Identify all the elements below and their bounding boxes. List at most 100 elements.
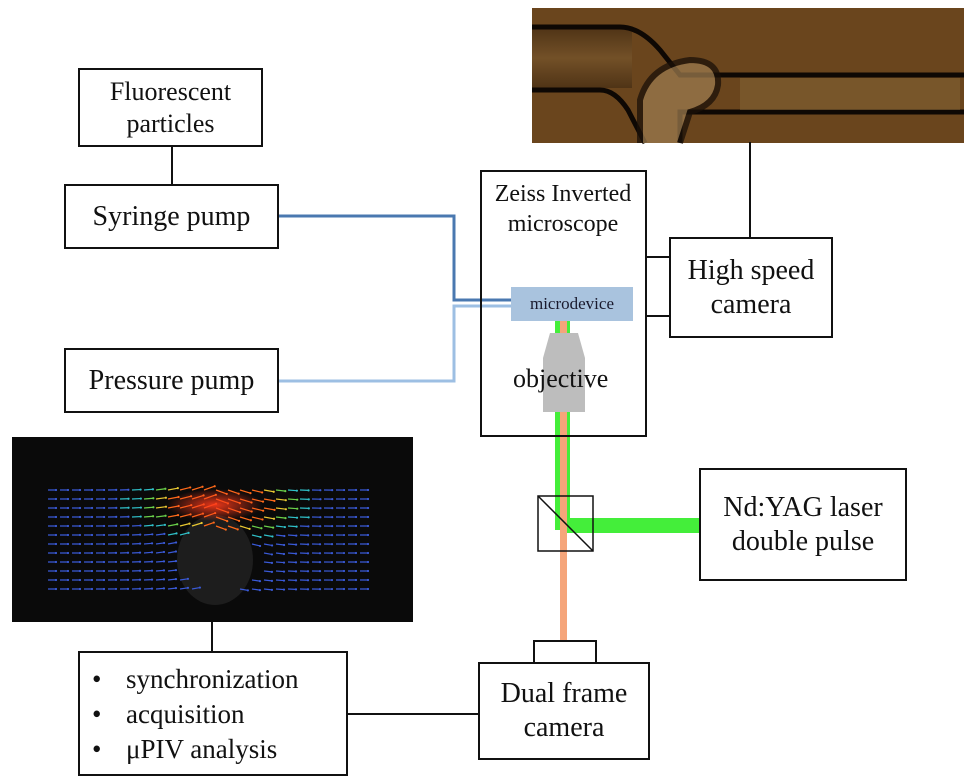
pressure-pump-box: Pressure pump bbox=[64, 348, 279, 413]
velocity-vector-head bbox=[140, 497, 142, 499]
velocity-vector-head bbox=[79, 579, 81, 581]
velocity-vector-head bbox=[79, 552, 81, 554]
velocity-vector-head bbox=[355, 561, 357, 563]
velocity-vector-head bbox=[250, 519, 252, 521]
velocity-vector-head bbox=[151, 551, 153, 553]
fluorescent-label-line2: particles bbox=[126, 108, 214, 140]
velocity-vector-head bbox=[273, 518, 275, 520]
velocity-vector bbox=[156, 579, 164, 580]
velocity-vector-head bbox=[259, 589, 261, 591]
velocity-vector-head bbox=[127, 552, 129, 554]
velocity-vector-head bbox=[355, 534, 357, 536]
velocity-vector-head bbox=[152, 488, 154, 490]
velocity-vector-head bbox=[343, 543, 345, 545]
velocity-vector-head bbox=[271, 553, 273, 555]
velocity-vector-head bbox=[225, 528, 227, 530]
velocity-vector-head bbox=[343, 588, 345, 590]
velocity-vector-head bbox=[151, 588, 153, 590]
velocity-vector-head bbox=[307, 543, 309, 545]
velocity-vector-head bbox=[103, 561, 105, 563]
velocity-vector-head bbox=[367, 561, 369, 563]
velocity-vector-head bbox=[67, 525, 69, 527]
velocity-vector bbox=[276, 571, 284, 572]
velocity-vector-head bbox=[199, 586, 201, 588]
velocity-vector bbox=[264, 562, 272, 563]
velocity-vector-head bbox=[355, 570, 357, 572]
velocity-vector bbox=[288, 490, 297, 491]
velocity-vector-head bbox=[283, 588, 285, 590]
velocity-vector-head bbox=[79, 570, 81, 572]
velocity-vector-head bbox=[67, 534, 69, 536]
velocity-vector-head bbox=[260, 527, 262, 529]
velocity-vector bbox=[144, 543, 152, 544]
velocity-vector-head bbox=[175, 560, 177, 562]
velocity-vector-head bbox=[175, 569, 177, 571]
velocity-vector-head bbox=[355, 498, 357, 500]
objective-label: objective bbox=[513, 364, 608, 394]
velocity-vector-head bbox=[259, 545, 261, 547]
velocity-vector-head bbox=[152, 524, 154, 526]
dual-frame-camera-line2: camera bbox=[524, 711, 605, 745]
velocity-vector-head bbox=[127, 498, 129, 500]
velocity-vector-head bbox=[115, 489, 117, 491]
velocity-vector-head bbox=[163, 542, 165, 544]
velocity-vector-head bbox=[343, 534, 345, 536]
velocity-vector-head bbox=[91, 588, 93, 590]
velocity-vector-head bbox=[55, 534, 57, 536]
velocity-vector-head bbox=[163, 587, 165, 589]
velocity-vector-head bbox=[79, 561, 81, 563]
velocity-vector-head bbox=[140, 488, 142, 490]
velocity-vector-head bbox=[127, 543, 129, 545]
syringe-pump-line bbox=[278, 216, 511, 300]
velocity-vector-head bbox=[103, 534, 105, 536]
velocity-vector-head bbox=[55, 552, 57, 554]
velocity-vector-head bbox=[261, 491, 263, 493]
velocity-vector bbox=[288, 553, 296, 554]
velocity-vector bbox=[156, 561, 164, 562]
velocity-vector-head bbox=[307, 525, 309, 527]
velocity-vector-head bbox=[91, 543, 93, 545]
pressure-pump-label: Pressure pump bbox=[89, 364, 255, 398]
velocity-vector-head bbox=[307, 534, 309, 536]
pressure-pump-line bbox=[278, 306, 511, 381]
velocity-vector-head bbox=[115, 588, 117, 590]
velocity-vector-head bbox=[103, 489, 105, 491]
velocity-vector-head bbox=[247, 589, 249, 591]
velocity-vector-head bbox=[367, 534, 369, 536]
velocity-vector-head bbox=[163, 533, 165, 535]
velocity-vector-head bbox=[238, 520, 240, 522]
velocity-vector-head bbox=[67, 489, 69, 491]
velocity-vector-head bbox=[55, 489, 57, 491]
velocity-vector-head bbox=[139, 552, 141, 554]
velocity-vector bbox=[276, 580, 284, 581]
laser-box: Nd:YAG laser double pulse bbox=[699, 468, 907, 581]
velocity-vector-head bbox=[343, 507, 345, 509]
velocity-vector bbox=[288, 535, 296, 536]
velocity-vector-head bbox=[296, 490, 298, 492]
velocity-vector-head bbox=[331, 498, 333, 500]
velocity-vector-head bbox=[295, 570, 297, 572]
velocity-vector-head bbox=[343, 516, 345, 518]
velocity-vector bbox=[288, 544, 296, 545]
velocity-vector-head bbox=[331, 561, 333, 563]
velocity-vector-head bbox=[79, 525, 81, 527]
velocity-vector-head bbox=[367, 525, 369, 527]
velocity-vector-head bbox=[67, 516, 69, 518]
velocity-vector-head bbox=[55, 561, 57, 563]
velocity-vector-head bbox=[187, 578, 189, 580]
velocity-vector-head bbox=[151, 542, 153, 544]
velocity-vector-head bbox=[308, 507, 310, 509]
velocity-vector-head bbox=[67, 561, 69, 563]
velocity-vector-head bbox=[115, 561, 117, 563]
velocity-vector-head bbox=[91, 552, 93, 554]
velocity-vector-head bbox=[115, 525, 117, 527]
velocity-vector-head bbox=[271, 571, 273, 573]
velocity-vector-head bbox=[214, 485, 216, 487]
velocity-vector-head bbox=[175, 541, 177, 543]
velocity-vector-head bbox=[177, 487, 179, 489]
velocity-vector-head bbox=[127, 561, 129, 563]
velocity-vector-head bbox=[355, 489, 357, 491]
velocity-vector-head bbox=[331, 552, 333, 554]
fluorescent-particles-box: Fluorescent particles bbox=[78, 68, 263, 147]
velocity-vector-head bbox=[295, 544, 297, 546]
